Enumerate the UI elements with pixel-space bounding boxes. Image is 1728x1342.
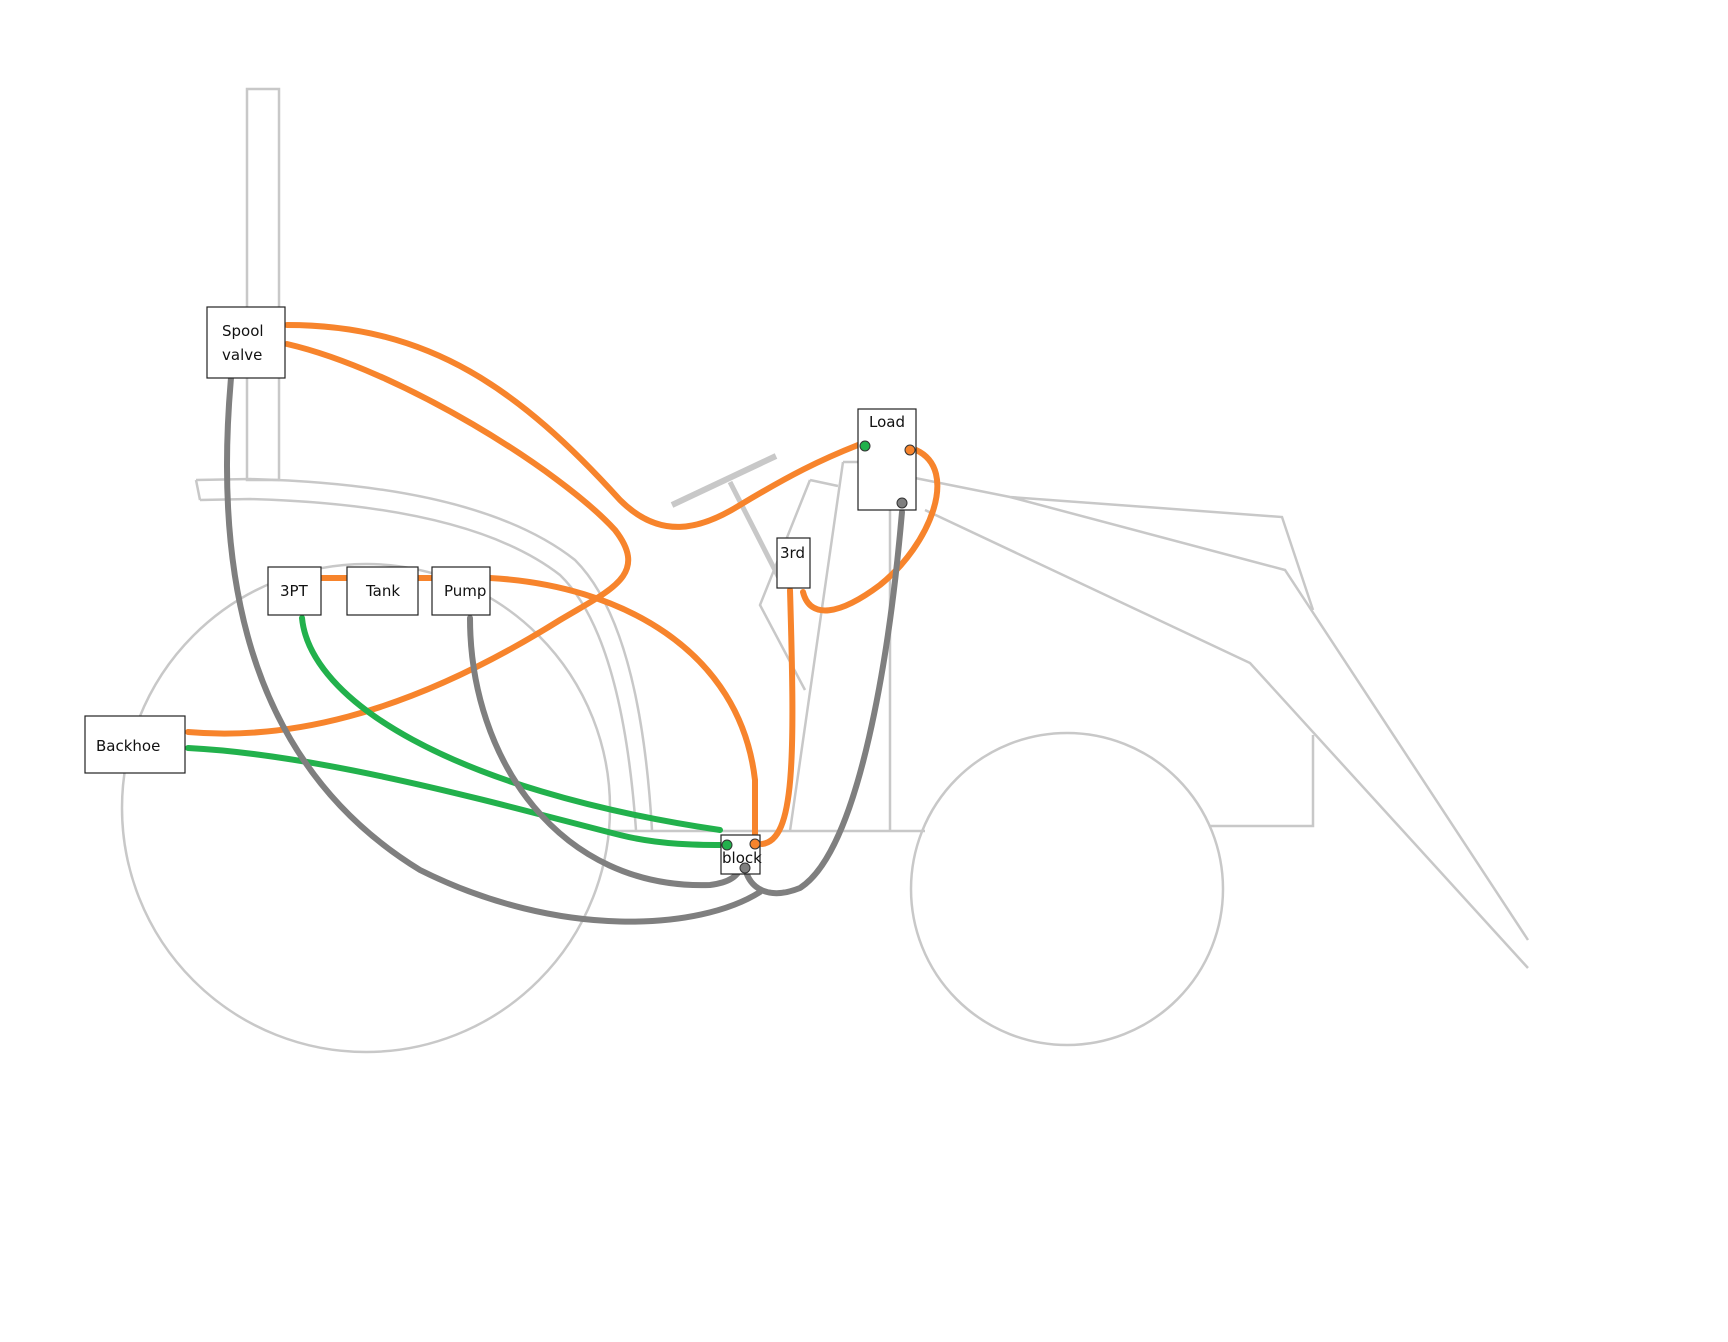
three-point-label: 3PT bbox=[280, 582, 309, 600]
hoses bbox=[185, 322, 941, 925]
spool-valve-label-1: Spool bbox=[222, 322, 264, 340]
rear-fender bbox=[194, 477, 654, 831]
hose-pump-to-block-return bbox=[467, 615, 743, 889]
port-orange bbox=[904, 444, 916, 456]
hose-3pt-to-block bbox=[299, 615, 723, 833]
tractor-outline bbox=[120, 87, 1530, 1054]
backhoe-box[interactable]: Backhoe bbox=[84, 715, 186, 774]
hose-spool-to-load bbox=[284, 322, 861, 530]
pump-box[interactable]: Pump bbox=[431, 566, 491, 616]
hose-backhoe-to-block bbox=[185, 745, 725, 848]
hose-pump-to-block bbox=[487, 575, 758, 845]
steering-wheel bbox=[670, 453, 778, 508]
hose-block-to-load-return bbox=[742, 509, 905, 897]
port-orange bbox=[749, 838, 761, 850]
three-point-box[interactable]: 3PT bbox=[267, 566, 322, 616]
components: Spool valve Load 3rd 3PT Tank Pump bbox=[84, 306, 917, 875]
pump-label: Pump bbox=[444, 582, 486, 600]
tank-label: Tank bbox=[365, 582, 400, 600]
frame bbox=[610, 460, 925, 833]
loader-box[interactable]: Load bbox=[857, 408, 917, 511]
tank-box[interactable]: Tank bbox=[346, 566, 419, 616]
third-function-box[interactable]: 3rd bbox=[776, 537, 811, 589]
exhaust-stack bbox=[245, 87, 281, 482]
hose-spool-to-block bbox=[223, 375, 763, 925]
hose-spool-to-backhoe bbox=[185, 341, 632, 737]
front-wheel bbox=[909, 731, 1225, 1047]
block-label: block bbox=[722, 849, 762, 867]
spool-valve-label-2: valve bbox=[222, 346, 262, 364]
hose-block-to-3rd bbox=[759, 587, 796, 847]
steering-column bbox=[727, 480, 783, 582]
backhoe-label: Backhoe bbox=[96, 737, 160, 755]
port-gray bbox=[739, 862, 751, 874]
block-box[interactable]: block bbox=[720, 834, 762, 875]
port-gray bbox=[896, 497, 908, 509]
spool-valve-box[interactable]: Spool valve bbox=[206, 306, 286, 379]
port-green bbox=[859, 440, 871, 452]
loader-and-hood bbox=[914, 476, 1530, 969]
hose-3rd-to-load bbox=[800, 447, 941, 614]
loader-label: Load bbox=[869, 413, 905, 431]
third-label: 3rd bbox=[780, 544, 805, 562]
port-green bbox=[721, 839, 733, 851]
